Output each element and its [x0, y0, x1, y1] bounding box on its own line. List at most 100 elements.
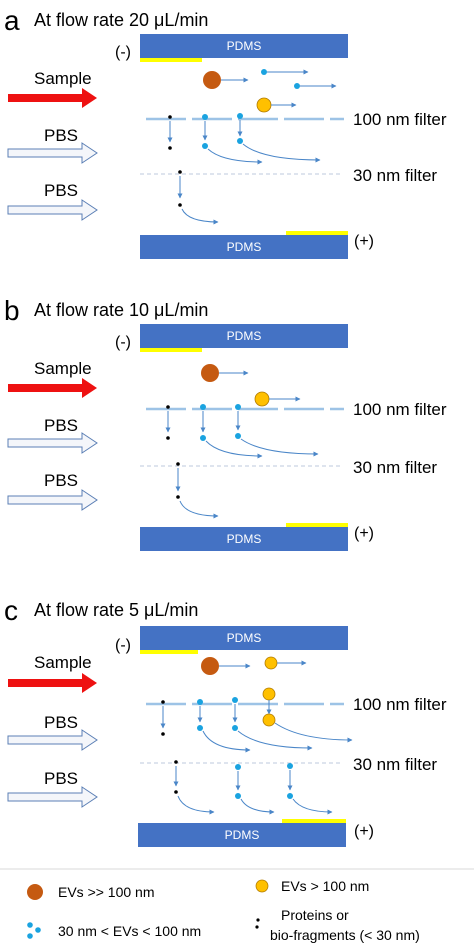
panel-title: At flow rate 20 μL/min: [34, 10, 208, 30]
large-ev-particle: [201, 657, 219, 675]
filter-100nm-label: 100 nm filter: [353, 400, 447, 419]
panel-title: At flow rate 5 μL/min: [34, 600, 198, 620]
pbs-label: PBS: [44, 181, 78, 200]
pdms-top-label: PDMS: [227, 329, 262, 343]
flow-arrow: [179, 500, 219, 519]
pbs-label: PBS: [44, 471, 78, 490]
flow-arrow: [207, 148, 263, 165]
top-electrode: [140, 650, 198, 654]
sample-arrow-icon: [8, 378, 97, 398]
filter-100nm-label: 100 nm filter: [353, 695, 447, 714]
flow-arrow: [242, 143, 321, 163]
large-ev-particle: [201, 364, 219, 382]
flow-arrow: [237, 730, 313, 751]
pbs-arrow-icon: [7, 432, 98, 454]
pbs-label: PBS: [44, 713, 78, 732]
pdms-bottom-layer: [140, 235, 348, 259]
positive-electrode-label: (+): [354, 823, 374, 840]
flow-arrow: [181, 208, 219, 225]
legend-medium-ev-icon: [255, 879, 269, 893]
panel-letter: a: [4, 5, 20, 36]
filter-30nm-label: 30 nm filter: [353, 755, 437, 774]
small-ev-particle: [235, 433, 241, 439]
legend-large-ev-label: EVs >> 100 nm: [58, 884, 155, 900]
pdms-top-label: PDMS: [227, 39, 262, 53]
flow-arrow: [240, 798, 275, 815]
protein-particle: [161, 700, 165, 704]
small-ev-particle: [197, 725, 203, 731]
medium-ev-particle: [254, 391, 270, 407]
small-ev-particle: [202, 143, 208, 149]
sample-label: Sample: [34, 359, 92, 378]
small-ev-particle: [232, 697, 238, 703]
pdms-top-layer: [140, 34, 348, 58]
legend-small-ev-label: 30 nm < EVs < 100 nm: [58, 923, 201, 939]
protein-particle: [174, 760, 178, 764]
protein-particle: [178, 170, 182, 174]
filter-100nm-label: 100 nm filter: [353, 110, 447, 129]
sample-arrow-icon: [8, 88, 97, 108]
pbs-arrow-icon: [7, 142, 98, 164]
medium-ev-particle: [256, 97, 272, 113]
small-ev-particle: [235, 764, 241, 770]
small-ev-particle: [200, 435, 206, 441]
bottom-electrode: [286, 523, 348, 527]
legend: EVs >> 100 nm EVs > 100 nm 30 nm < EVs <…: [0, 868, 474, 943]
small-ev-particle: [235, 793, 241, 799]
protein-particle: [174, 790, 178, 794]
pdms-bottom-label: PDMS: [225, 828, 260, 842]
panel-letter: c: [4, 595, 18, 626]
protein-particle: [178, 203, 182, 207]
pdms-top-layer: [140, 324, 348, 348]
flow-arrow: [274, 722, 353, 743]
bottom-electrode: [286, 231, 348, 235]
pdms-top-label: PDMS: [227, 631, 262, 645]
protein-particle: [168, 146, 172, 150]
pbs-label: PBS: [44, 769, 78, 788]
sample-label: Sample: [34, 653, 92, 672]
pbs-arrow-icon: [7, 199, 98, 221]
small-ev-particle: [232, 725, 238, 731]
pdms-bottom-label: PDMS: [227, 532, 262, 546]
pbs-label: PBS: [44, 416, 78, 435]
medium-ev-particle: [262, 713, 276, 727]
pdms-bottom-layer: [140, 527, 348, 551]
small-ev-particle: [197, 699, 203, 705]
pbs-arrow-icon: [7, 786, 98, 808]
protein-particle: [176, 495, 180, 499]
small-ev-particle: [235, 404, 241, 410]
small-ev-particle: [261, 69, 267, 75]
protein-particle: [161, 732, 165, 736]
small-ev-particle: [200, 404, 206, 410]
small-ev-particle: [237, 138, 243, 144]
panel-b: b At flow rate 10 μL/min (-) PDMS Sample…: [4, 295, 447, 551]
pbs-label: PBS: [44, 126, 78, 145]
panel-letter: b: [4, 295, 20, 326]
medium-ev-particle: [262, 687, 276, 701]
negative-electrode-label: (-): [115, 44, 131, 61]
small-ev-particle: [237, 113, 243, 119]
filter-30nm-label: 30 nm filter: [353, 458, 437, 477]
medium-ev-particle: [264, 656, 278, 670]
sample-label: Sample: [34, 69, 92, 88]
protein-particle: [168, 115, 172, 119]
small-ev-particle: [202, 114, 208, 120]
large-ev-particle: [203, 71, 221, 89]
small-ev-particle: [287, 793, 293, 799]
panel-title: At flow rate 10 μL/min: [34, 300, 208, 320]
pbs-arrow-icon: [7, 729, 98, 751]
pdms-bottom-layer: [138, 823, 346, 847]
protein-particle: [166, 436, 170, 440]
pbs-arrow-icon: [7, 489, 98, 511]
protein-particle: [166, 405, 170, 409]
legend-large-ev-icon: [27, 884, 43, 900]
top-electrode: [140, 348, 202, 352]
panel-a: a At flow rate 20 μL/min (-) PDMS Sample…: [4, 5, 447, 259]
legend-protein-icon: [256, 918, 260, 922]
sample-arrow-icon: [8, 673, 97, 693]
negative-electrode-label: (-): [115, 334, 131, 351]
legend-small-ev-icon: [35, 927, 41, 933]
legend-small-ev-icon: [27, 922, 33, 928]
top-electrode: [140, 58, 202, 62]
